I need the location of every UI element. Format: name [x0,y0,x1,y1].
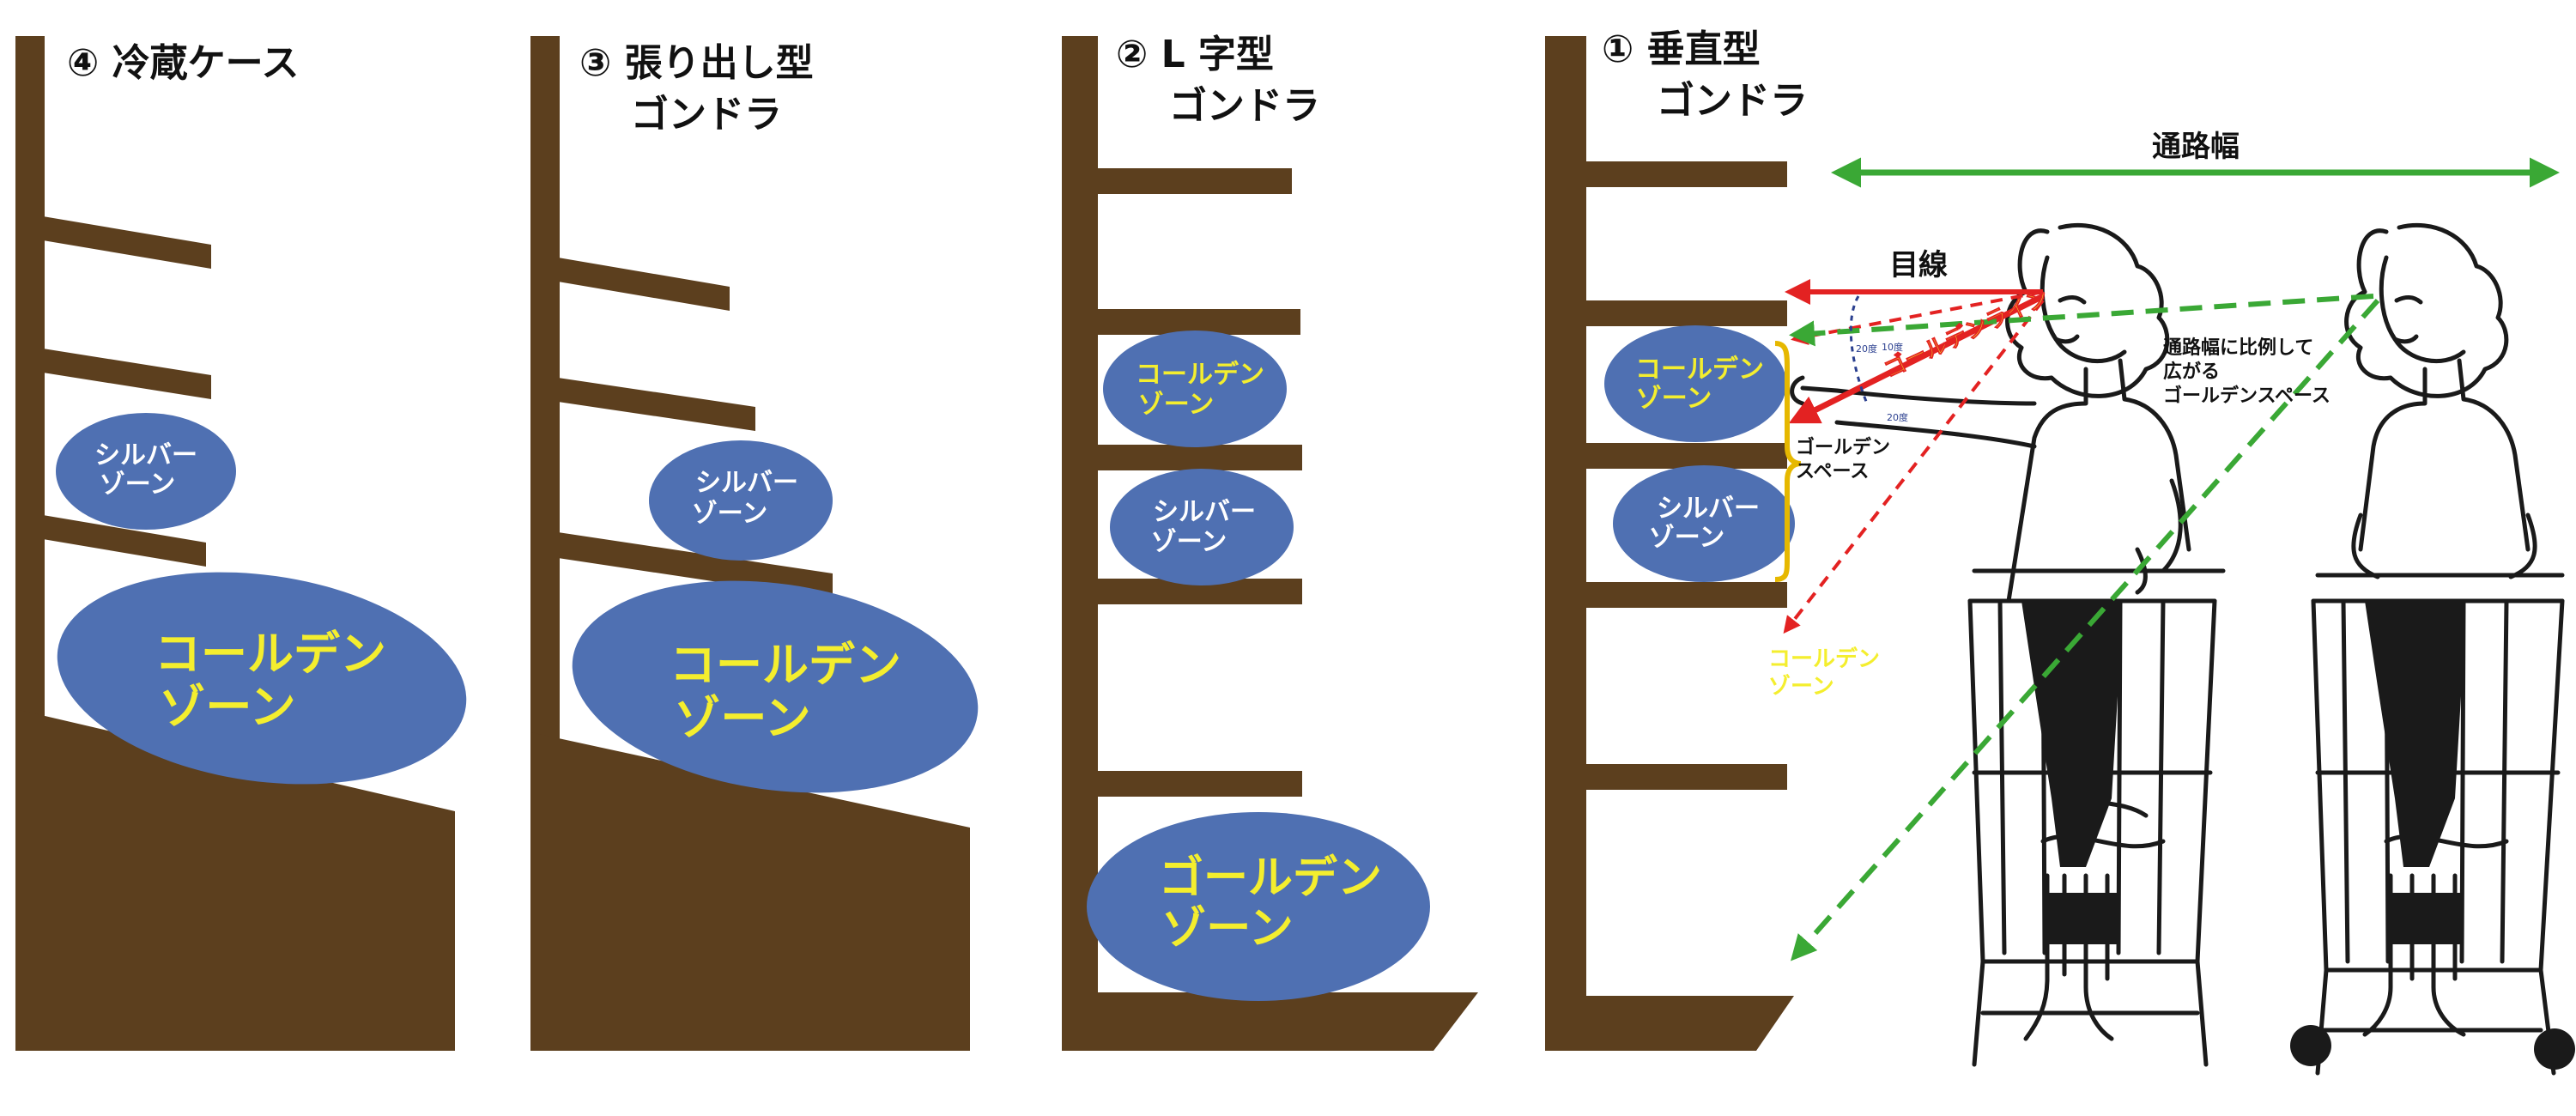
p1-base [1545,996,1794,1051]
shopper-far-apron [2365,601,2464,867]
p2-upright [1062,36,1098,1051]
p1-golden-label-2: ゾーン [1636,384,1712,414]
sight-ray-middle [1788,293,2045,424]
expanding-note-3: ゴールデンスペース [2163,385,2331,407]
p2-silver-label-1: シルバー [1153,497,1256,527]
golden-line-label: ゴールデンライン [1880,283,2053,383]
p4-title: ④ 冷蔵ケース [67,41,299,85]
p1-golden-zone [1604,325,1786,442]
p4-base [15,709,455,1051]
aisle-width-label: 通路幅 [2152,130,2240,164]
angle-10-label: 10度 [1882,341,1903,353]
p2-shelf-2 [1096,309,1300,335]
p2-title-line2: ゴンドラ [1169,84,1320,128]
angle-20a-label: 20度 [1856,343,1877,355]
green-sight-lower [1791,299,2380,961]
p4-golden-label-2: ゾーン [159,680,295,734]
outside-zone-label-1: コールデン [1768,646,1880,672]
p2-golden-bottom-label-1: ゴールデン [1159,852,1382,904]
sight-ray-upper [1791,290,2044,345]
green-sight-upper [1789,294,2374,347]
p4-golden-label-1: コールデン [155,627,386,681]
angle-20b-label: 20度 [1887,411,1908,423]
p1-silver-label-1: シルバー [1657,494,1760,524]
p1-shelf-5 [1585,764,1787,790]
golden-space-label-1: ゴールデン [1796,436,1890,458]
p3-base [530,732,970,1051]
p1-golden-label-1: コールデン [1635,355,1764,385]
p1-shelf-2 [1585,300,1787,326]
golden-space-label-2: スペース [1796,461,1869,482]
p2-shelf-1 [1096,168,1292,194]
p2-shelf-5 [1096,771,1302,797]
p3-silver-label-1: シルバー [695,468,798,498]
p3-silver-label-2: ゾーン [692,499,768,529]
p2-title-line1: ② L 字型 [1116,33,1274,76]
p4-silver-label-2: ゾーン [100,470,176,500]
p4-golden-zone [57,572,467,785]
panel-refrigerated-case: シルバー ゾーン コールデン ゾーン ④ 冷蔵ケース [15,36,467,1051]
p1-title-line2: ゴンドラ [1657,79,1808,123]
angle-arc [1849,295,1869,404]
sight-ray-lower [1783,299,2045,634]
p4-shelf-3 [43,515,206,567]
p3-golden-label-1: コールデン [670,638,901,692]
p4-silver-label-1: シルバー [94,440,197,470]
p1-shelf-1 [1585,161,1787,187]
p3-title-line2: ゴンドラ [631,93,782,136]
p1-upright [1545,36,1586,1051]
p2-golden-top-label-1: コールデン [1136,360,1264,390]
p2-silver-label-2: ゾーン [1151,527,1227,557]
p3-golden-zone [572,580,979,793]
shopper-near-pants [2043,893,2120,944]
outside-zone-label-2: ゾーン [1768,673,1834,700]
p2-golden-bottom-zone [1087,812,1430,1001]
p1-shelf-4 [1585,582,1787,608]
expanding-note-2: 広がる [2163,361,2220,383]
p2-base [1062,992,1478,1051]
cart-wheel-right [2534,1028,2575,1070]
p3-shelf-2 [558,378,755,431]
panel-l-shape-gondola: コールデン ゾーン シルバー ゾーン ゴールデン ゾーン ② L 字型 ゴンドラ [1062,33,1478,1051]
p1-title-line1: ① 垂直型 [1602,27,1761,71]
p2-silver-zone [1110,469,1294,585]
p4-silver-zone [56,413,236,530]
p4-shelf-1 [43,216,211,269]
p1-silver-zone [1613,465,1795,582]
panel-vertical-gondola: コールデン ゾーン シルバー ゾーン ① 垂直型 ゴンドラ [1545,27,1808,1051]
p2-shelf-3 [1096,445,1302,470]
p3-title-line1: ③ 張り出し型 [579,41,814,85]
p4-shelf-2 [43,349,211,399]
p1-silver-label-2: ゾーン [1649,523,1725,553]
golden-space-brace [1774,341,1802,582]
p3-shelf-1 [558,258,730,311]
p3-silver-zone [649,440,833,561]
p2-golden-bottom-label-2: ゾーン [1161,903,1293,955]
line-of-sight-label: 目線 [1889,248,1948,282]
p3-golden-label-2: ゾーン [674,691,810,745]
panel-overhang-gondola: シルバー ゾーン コールデン ゾーン ③ 張り出し型 ゴンドラ [530,36,979,1051]
shopper-far-pants [2386,893,2464,944]
shopper-near-apron [2021,601,2120,867]
p1-shelf-3 [1585,443,1787,469]
p2-golden-top-zone [1103,331,1287,447]
cart-wheel-left [2290,1025,2331,1066]
expanding-note-1: 通路幅に比例して [2163,337,2313,359]
p2-golden-top-label-2: ゾーン [1138,390,1215,420]
